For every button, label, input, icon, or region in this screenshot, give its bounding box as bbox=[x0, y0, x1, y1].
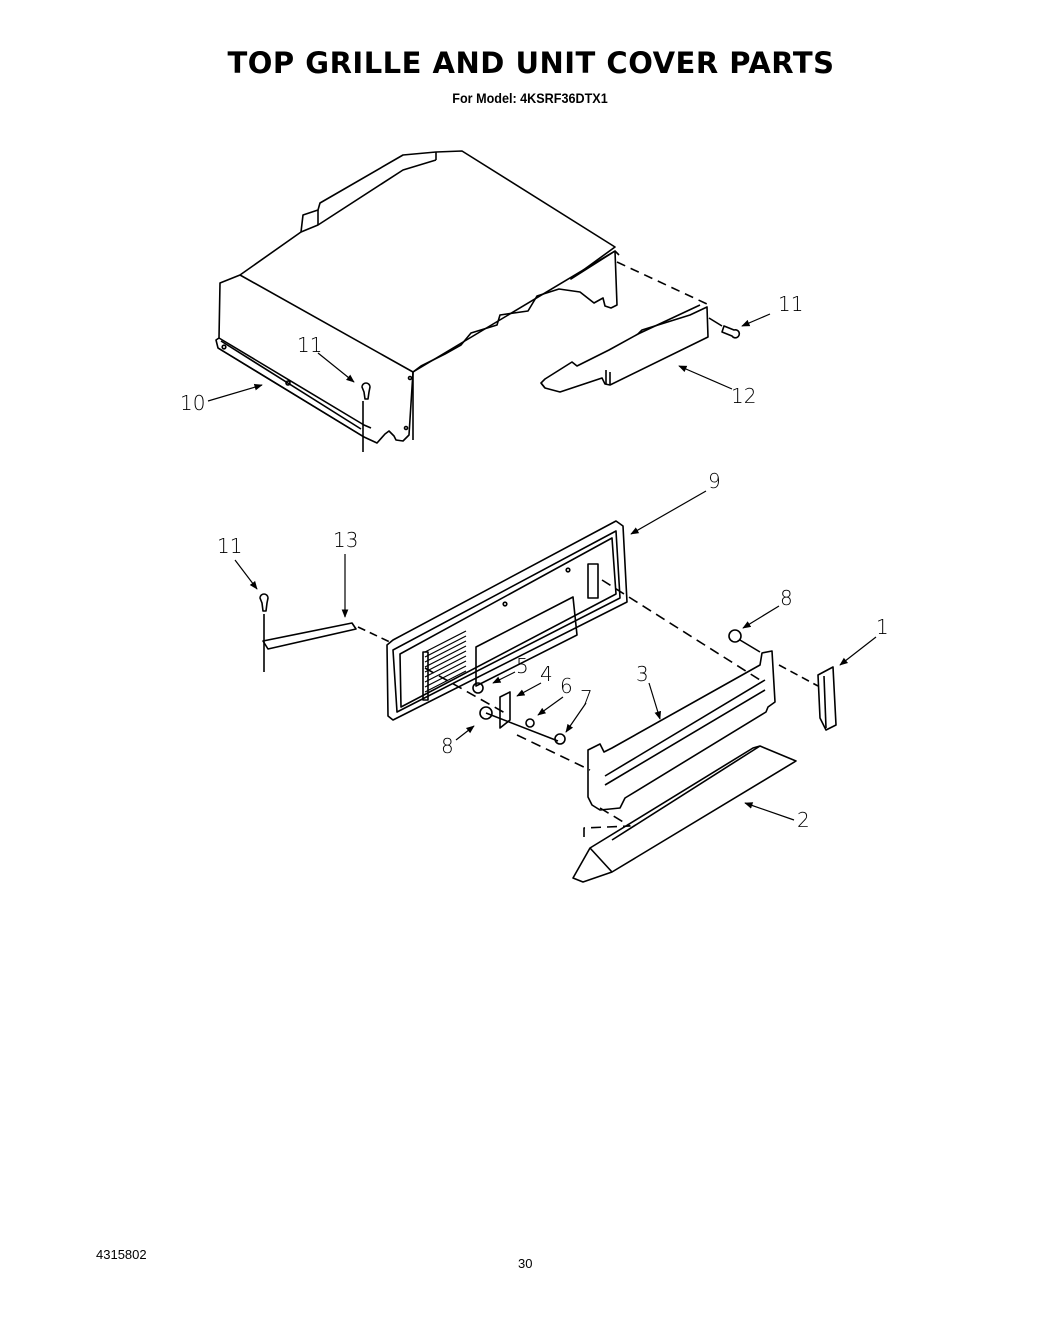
callout-arrows bbox=[207, 313, 877, 821]
unit-cover-assembly bbox=[215, 150, 741, 452]
document-number: 4315802 bbox=[96, 1247, 147, 1262]
grille-assembly bbox=[259, 520, 837, 883]
callout-9: 9 bbox=[708, 469, 721, 493]
callout-13: 13 bbox=[333, 528, 358, 552]
callout-12: 12 bbox=[731, 384, 756, 408]
callout-labels: 11 12 10 11 9 11 13 8 1 5 4 6 7 3 8 2 bbox=[180, 292, 889, 832]
callout-11-top-right: 11 bbox=[778, 292, 803, 316]
model-subtitle: For Model: 4KSRF36DTX1 bbox=[452, 90, 608, 106]
callout-10: 10 bbox=[180, 391, 205, 415]
callout-6: 6 bbox=[560, 674, 573, 698]
callout-7: 7 bbox=[580, 686, 593, 710]
callout-5: 5 bbox=[516, 654, 529, 678]
callout-11-bottom: 11 bbox=[217, 534, 242, 558]
page-number: 30 bbox=[518, 1256, 533, 1271]
page-title: TOP GRILLE AND UNIT COVER PARTS bbox=[227, 46, 835, 80]
callout-11-top-left: 11 bbox=[297, 333, 322, 357]
callout-2: 2 bbox=[797, 808, 810, 832]
callout-8-left: 8 bbox=[441, 734, 454, 758]
callout-8-right: 8 bbox=[780, 586, 793, 610]
callout-4: 4 bbox=[540, 662, 553, 686]
callout-3: 3 bbox=[636, 662, 649, 686]
callout-1: 1 bbox=[876, 615, 889, 639]
